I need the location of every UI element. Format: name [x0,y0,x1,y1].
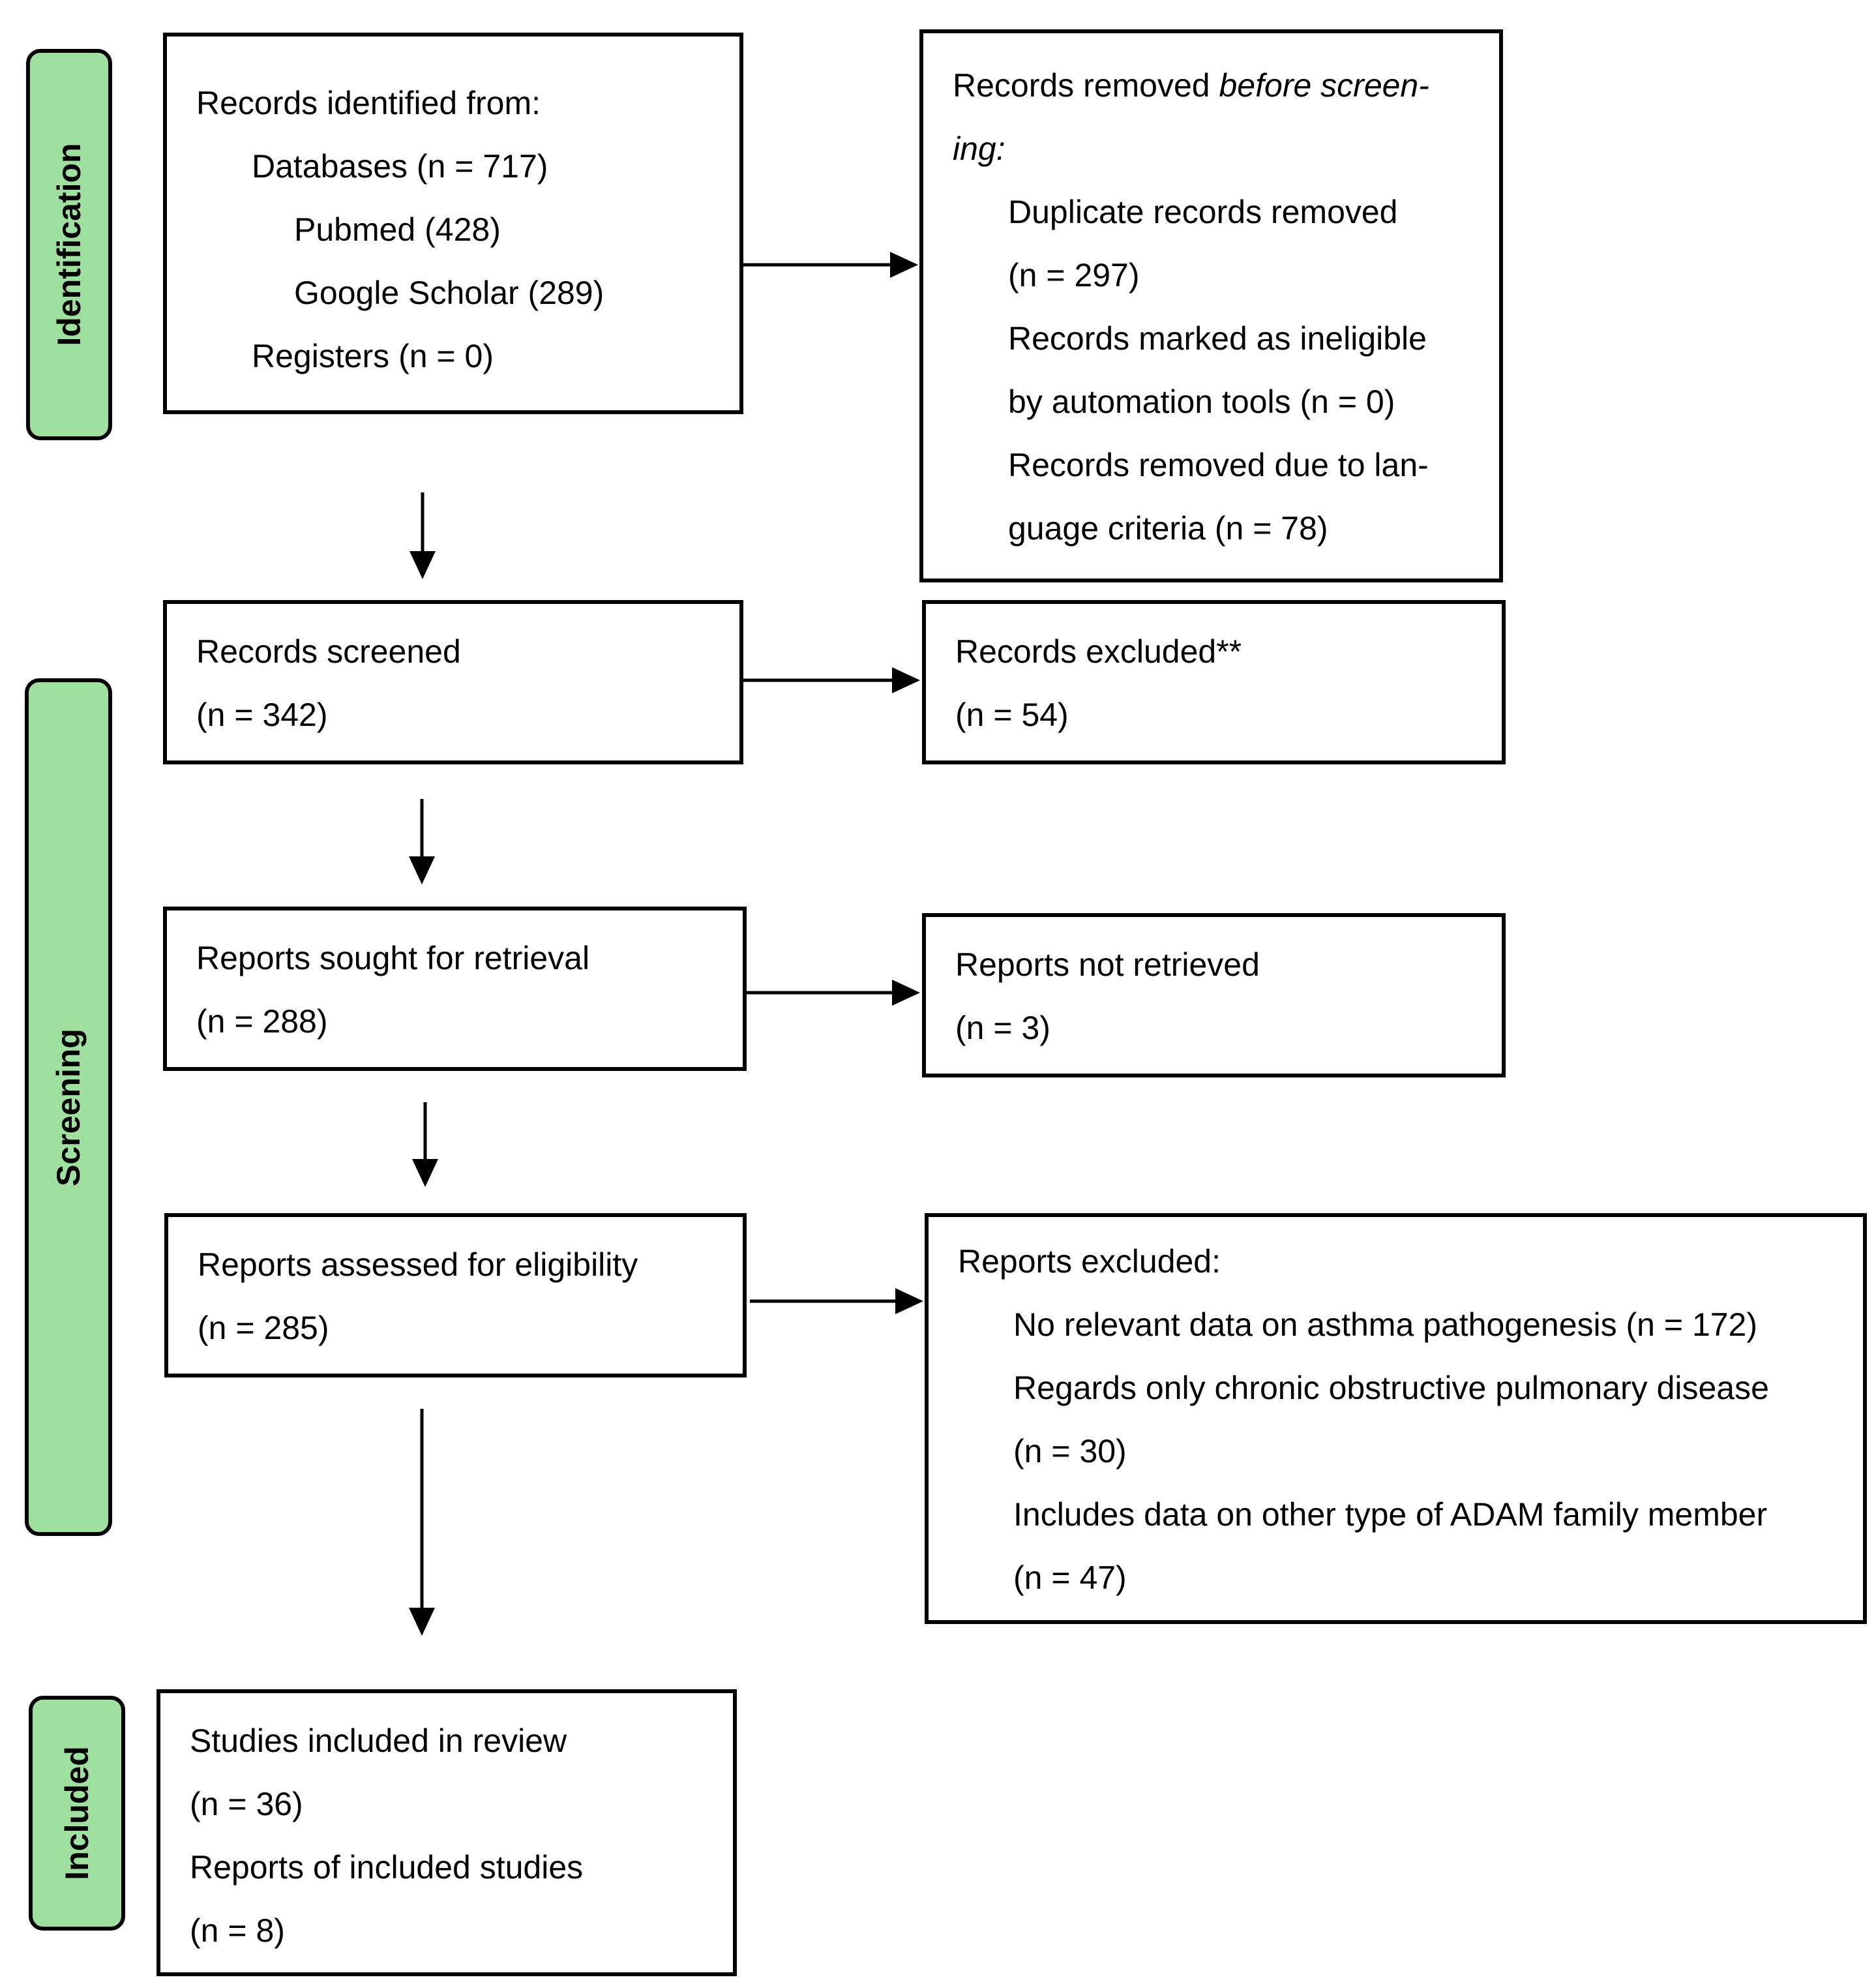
exclusion-reason-adam-count: (n = 47) [1013,1559,1127,1596]
records-removed-heading-continued: ing: [953,130,1005,167]
records-screened-box: Records screened (n = 342) [163,600,743,764]
ineligible-label: Records marked as ineligible [1008,320,1427,357]
reports-sought-count: (n = 288) [196,1003,328,1040]
arrow-sought-to-not-retrieved [747,980,920,1006]
records-identified-heading: Records identified from: [196,85,541,121]
included-reports-label: Reports of included studies [190,1849,584,1886]
records-removed-box: Records removed before screen- ing: Dupl… [919,29,1503,582]
reports-not-retrieved-count: (n = 3) [955,1010,1050,1046]
records-screened-label: Records screened [196,633,461,670]
ineligible-count: by automation tools (n = 0) [1008,384,1395,420]
reports-excluded-box: Reports excluded: No relevant data on as… [925,1213,1867,1624]
records-identified-box: Records identified from: Databases (n = … [163,33,743,414]
exclusion-reason-copd-count: (n = 30) [1013,1433,1127,1469]
arrow-identified-to-removed [743,252,918,278]
included-reports-count: (n = 8) [190,1912,285,1949]
studies-included-count: (n = 36) [190,1786,303,1822]
pubmed-count: Pubmed (428) [294,211,501,248]
google-scholar-count: Google Scholar (289) [294,275,604,311]
language-removed-count: guage criteria (n = 78) [1008,510,1328,547]
arrow-assessed-to-excluded [750,1288,923,1314]
duplicates-removed-label: Duplicate records removed [1008,194,1398,230]
arrow-screened-to-excluded [743,667,920,693]
records-excluded-count: (n = 54) [955,697,1069,733]
arrow-assessed-to-included [409,1409,435,1636]
reports-not-retrieved-box: Reports not retrieved (n = 3) [922,913,1506,1077]
language-removed-label: Records removed due to lan- [1008,447,1429,483]
reports-not-retrieved-label: Reports not retrieved [955,946,1260,983]
reports-sought-box: Reports sought for retrieval (n = 288) [163,907,747,1071]
phase-included: Included [29,1696,125,1931]
arrow-sought-to-assessed [412,1102,438,1187]
registers-count: Registers (n = 0) [252,338,494,374]
phase-identification: Identification [26,49,112,440]
studies-included-label: Studies included in review [190,1723,567,1759]
databases-count: Databases (n = 717) [252,148,548,185]
exclusion-reason-adam: Includes data on other type of ADAM fami… [1013,1496,1768,1533]
records-excluded-box: Records excluded** (n = 54) [922,600,1506,764]
arrow-screened-to-sought [409,799,435,884]
reports-excluded-heading: Reports excluded: [958,1243,1221,1280]
arrow-identified-to-screened [409,492,436,579]
exclusion-reason-asthma: No relevant data on asthma pathogenesis … [1013,1306,1758,1343]
studies-included-box: Studies included in review (n = 36) Repo… [156,1689,737,1976]
reports-assessed-count: (n = 285) [198,1310,329,1346]
exclusion-reason-copd: Regards only chronic obstructive pulmona… [1013,1370,1769,1406]
duplicates-removed-count: (n = 297) [1008,257,1140,293]
reports-assessed-label: Reports assessed for eligibility [198,1246,638,1283]
reports-sought-label: Reports sought for retrieval [196,940,590,976]
phase-screening: Screening [25,678,112,1536]
reports-assessed-box: Reports assessed for eligibility (n = 28… [164,1213,747,1377]
records-removed-heading: Records removed before screen- [953,67,1429,104]
records-excluded-label: Records excluded** [955,633,1242,670]
records-screened-count: (n = 342) [196,697,328,733]
